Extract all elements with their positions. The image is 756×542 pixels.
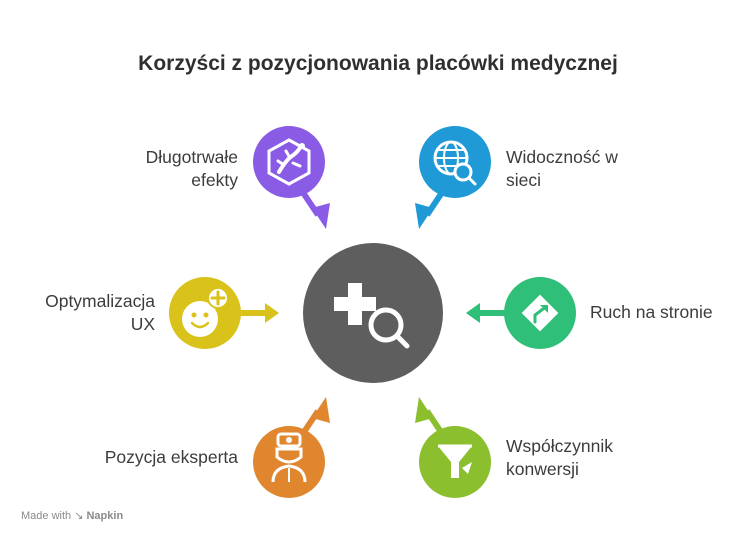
label-ux-line1: Optymalizacja: [45, 291, 155, 311]
label-expert-line1: Pozycja eksperta: [104, 447, 238, 467]
label-traffic: Ruch na stronie: [590, 301, 750, 324]
label-conversion-line2: konwersji: [506, 459, 579, 479]
arrow-conversion: [415, 397, 444, 434]
label-visibility-line2: sieci: [506, 170, 542, 190]
arrow-traffic: [466, 303, 507, 323]
label-visibility: Widoczność w sieci: [506, 146, 666, 192]
arrow-ux: [238, 303, 279, 323]
napkin-logo-icon: ↘: [74, 510, 84, 522]
label-ux-line2: UX: [130, 314, 155, 334]
label-long-term-line2: efekty: [191, 170, 238, 190]
globe-search-icon: [433, 140, 477, 186]
label-visibility-line1: Widoczność w: [506, 147, 618, 167]
arrow-expert: [301, 397, 330, 434]
made-with-text: Made with: [21, 510, 72, 522]
arrow-long-term: [301, 192, 330, 229]
label-long-term: Długotrwałe efekty: [108, 146, 238, 192]
label-expert: Pozycja eksperta: [58, 446, 238, 469]
gecko-icon: [267, 138, 311, 186]
footer-attribution[interactable]: Made with ↘ Napkin: [21, 509, 123, 522]
visibility-node: [419, 126, 491, 198]
label-ux: Optymalizacja UX: [18, 290, 155, 336]
label-traffic-line1: Ruch na stronie: [590, 302, 713, 322]
arrow-visibility: [415, 192, 444, 229]
center-node: [303, 243, 443, 383]
long-term-node: [253, 126, 325, 198]
doctor-icon: [271, 432, 307, 483]
label-conversion-line1: Współczynnik: [506, 436, 613, 456]
label-long-term-line1: Długotrwałe: [145, 147, 238, 167]
diagram-title: Korzyści z pozycjonowania placówki medyc…: [138, 52, 618, 75]
label-conversion: Współczynnik konwersji: [506, 435, 666, 481]
route-sign-icon: [521, 294, 559, 332]
funnel-icon: [438, 444, 472, 478]
medical-search-icon: [334, 283, 410, 349]
smile-plus-icon: [182, 287, 229, 337]
napkin-brand: Napkin: [86, 510, 124, 522]
